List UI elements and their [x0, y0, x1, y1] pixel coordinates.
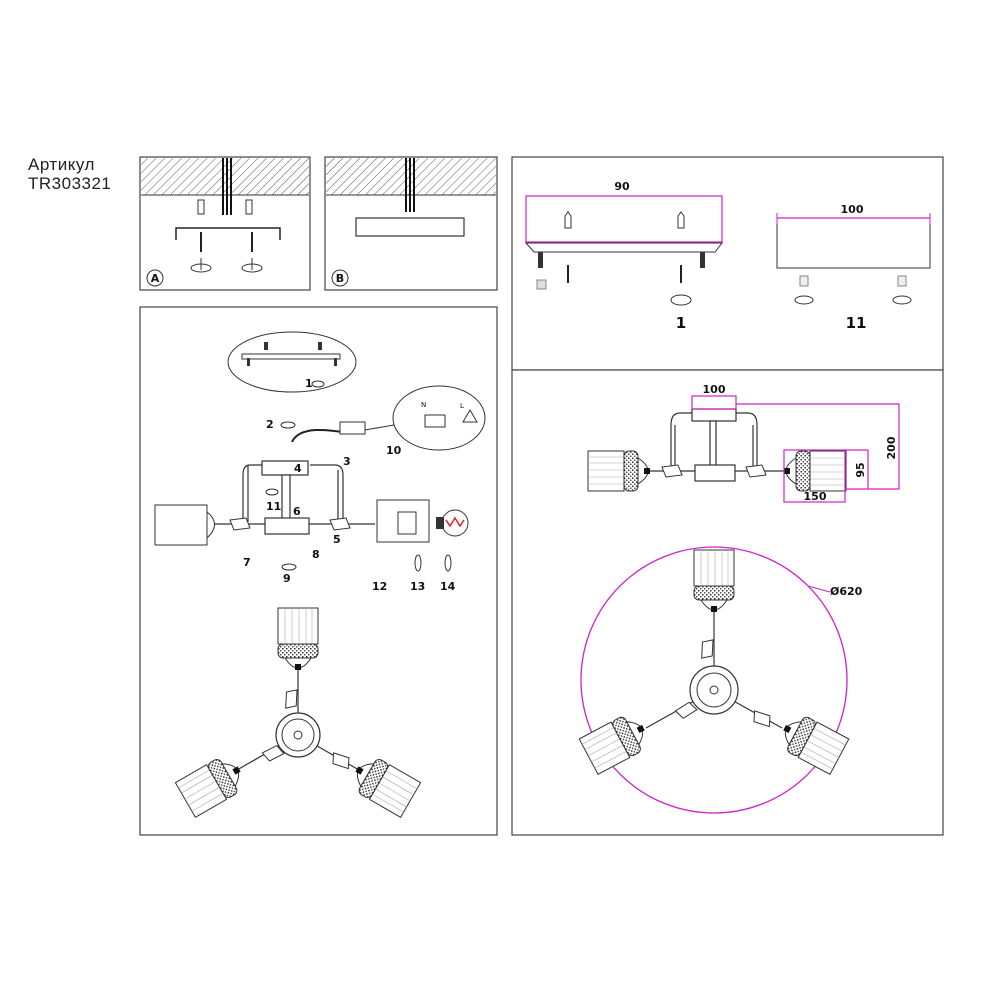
panel-a-badge [146, 269, 164, 287]
shade-length-dim: 150 [804, 490, 827, 503]
dimensions-panel: 100 200 95 150 Ø620 [511, 369, 944, 836]
panel-a-label: A [151, 272, 160, 285]
step-11-number: 11 [846, 314, 867, 332]
step-2-label: 2 [266, 418, 274, 431]
rotate-icon [190, 258, 263, 273]
step-3-label: 3 [343, 455, 351, 468]
shade-exploded-left [154, 504, 215, 546]
neutral-label: N [421, 401, 426, 409]
height-dim: 200 [885, 436, 898, 459]
bulb-icon [436, 509, 469, 537]
diameter-circle [580, 546, 848, 814]
terminal-block [339, 421, 366, 435]
step-10-label: 10 [386, 444, 402, 457]
rotate-icon [265, 421, 452, 572]
step-9-label: 9 [283, 572, 291, 585]
canopy-width-dim: 100 [841, 203, 864, 216]
plan-view [578, 549, 850, 775]
step-1-number: 1 [676, 314, 686, 332]
top-width-dim: 100 [703, 383, 726, 396]
shade-height-dim: 95 [854, 462, 867, 477]
canopy [355, 217, 465, 237]
step-14-label: 14 [440, 580, 456, 593]
assembly-panel: 1 N L [139, 306, 498, 836]
dimension-box [525, 195, 723, 243]
shade-exploded-right [376, 499, 430, 543]
step-11-label: 11 [266, 500, 281, 513]
mounting-bar [175, 227, 281, 240]
warning-icon [462, 409, 478, 423]
step-4-label: 4 [294, 462, 302, 475]
step-12-label: 12 [372, 580, 387, 593]
bracket-detail-callout [227, 331, 357, 393]
dowel-icon [564, 211, 685, 229]
mounting-panel: 90 1 100 11 [511, 156, 944, 371]
frame-arms [215, 460, 375, 535]
side-view-frame [645, 408, 788, 482]
screw-icon [200, 232, 253, 252]
dowel-icon [197, 199, 253, 215]
panel-b: B [324, 156, 498, 291]
live-label: L [460, 402, 464, 410]
step-7-label: 7 [243, 556, 251, 569]
step-1-label: 1 [305, 377, 313, 390]
panel-b-label: B [336, 272, 344, 285]
diameter-dim: Ø620 [830, 585, 863, 598]
article-code: TR303321 [28, 174, 112, 193]
bracket-width-dim: 90 [614, 180, 630, 193]
step-8-label: 8 [312, 548, 320, 561]
step-13-label: 13 [410, 580, 425, 593]
panel-b-badge [331, 269, 349, 287]
article-label: Артикул [28, 155, 95, 174]
panel-a: A [139, 156, 311, 291]
step-5-label: 5 [333, 533, 341, 546]
plan-view-star [174, 607, 422, 818]
ceiling-hatch [141, 158, 309, 195]
dimension-lines [691, 395, 900, 503]
step-6-label: 6 [293, 505, 301, 518]
